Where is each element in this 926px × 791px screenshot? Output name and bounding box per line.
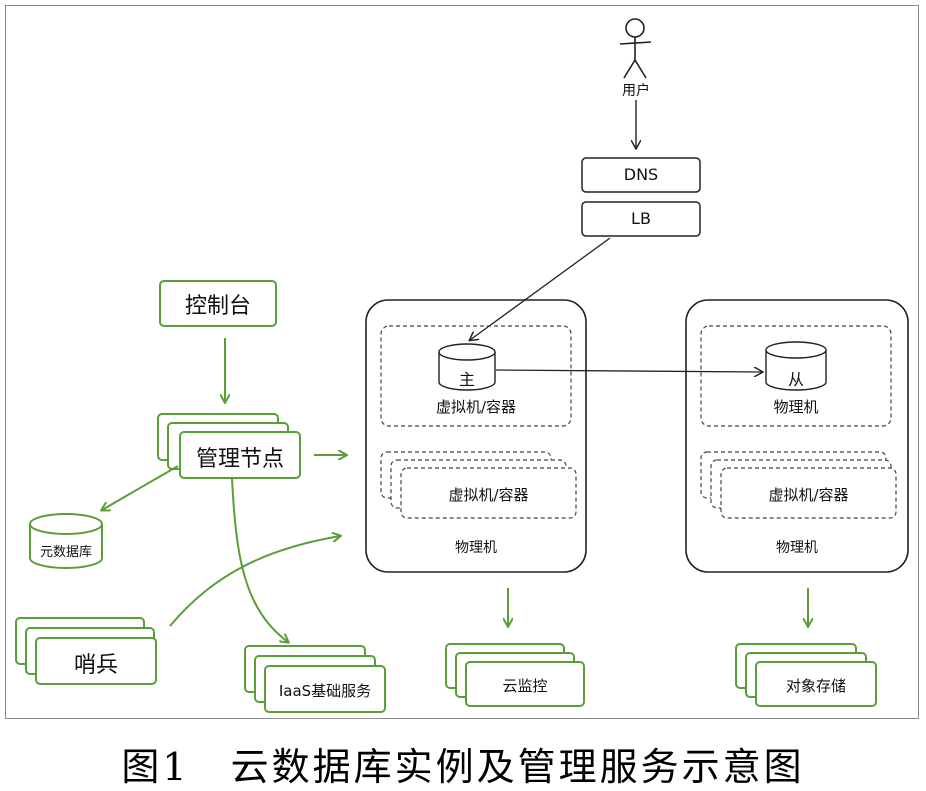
iaas-label: IaaS基础服务 (278, 682, 372, 700)
left-host-label: 物理机 (455, 540, 497, 556)
monitor-stack (445, 643, 585, 707)
right-host-box (685, 299, 909, 573)
left-vm-stack (380, 451, 577, 519)
mgmt-to-iaas-arrow (231, 477, 288, 642)
monitor-label: 云监控 (502, 677, 548, 695)
right-vm-label: 虚拟机/容器 (768, 486, 849, 504)
lb-box (581, 201, 701, 237)
master-vm-label: 虚拟机/容器 (435, 398, 517, 416)
mgmt-node-label: 管理节点 (195, 447, 284, 472)
storage-label: 对象存储 (785, 677, 846, 695)
storage-stack (735, 643, 877, 707)
figure-caption: 图1 云数据库实例及管理服务示意图 (121, 745, 805, 789)
diagram-frame (5, 5, 919, 719)
left-vm-label: 虚拟机/容器 (448, 486, 529, 504)
metadata-db-icon (29, 513, 103, 569)
sentinel-to-host-arrow (169, 536, 340, 627)
dns-box (581, 157, 701, 193)
user-label: 用户 (622, 83, 650, 99)
slave-host-label: 物理机 (773, 398, 819, 416)
right-vm-stack (700, 451, 897, 519)
master-db-icon (438, 343, 496, 391)
replication-arrow (495, 370, 762, 372)
slave-label: 从 (787, 370, 804, 389)
metadata-db-label: 元数据库 (39, 545, 92, 560)
master-label: 主 (458, 370, 475, 389)
sentinel-label: 哨兵 (73, 653, 118, 678)
dns-label: DNS (623, 165, 659, 184)
right-slave-box (700, 325, 892, 427)
right-host-label: 物理机 (776, 540, 818, 556)
sentinel-stack (15, 617, 157, 685)
slave-db-icon (765, 341, 827, 391)
left-master-vm-box (380, 325, 572, 427)
user-icon (619, 18, 652, 79)
mgmt-to-metadb-arrow (102, 465, 179, 510)
console-box (159, 280, 277, 327)
mgmt-node-stack (157, 413, 301, 479)
lb-to-master-arrow (470, 237, 611, 340)
lb-label: LB (631, 209, 651, 228)
console-label: 控制台 (184, 294, 251, 319)
iaas-stack (244, 645, 386, 713)
left-host-box (365, 299, 587, 573)
